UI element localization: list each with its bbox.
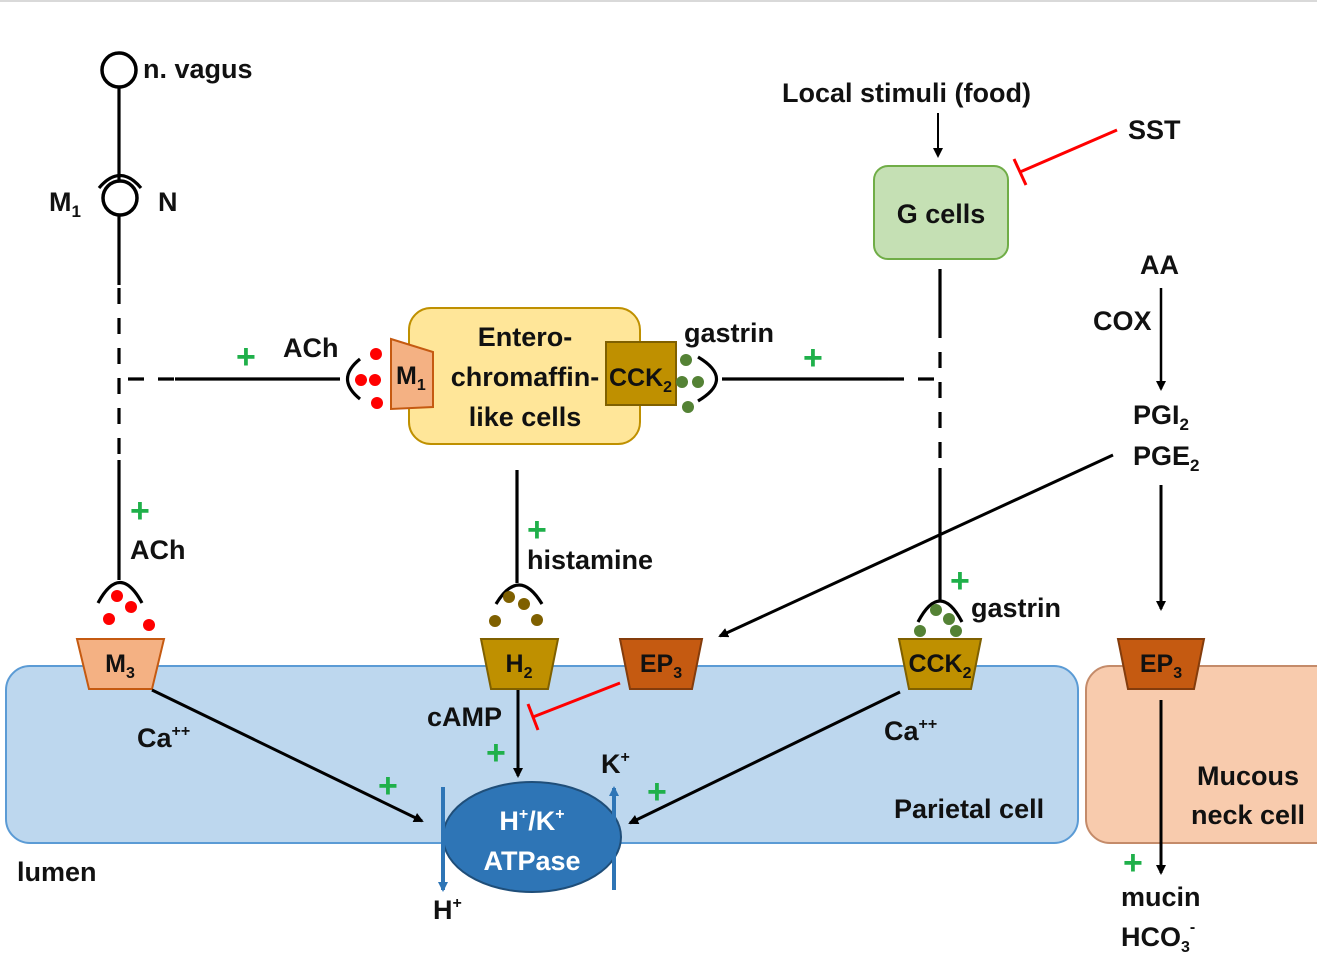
histamine-dot xyxy=(489,615,501,627)
ach-dot xyxy=(125,601,137,613)
sst-inhibition-bar xyxy=(1012,158,1028,186)
m3-label: M3 xyxy=(105,650,135,682)
pgi2-label: PGI2 xyxy=(1133,400,1189,434)
gastrin-dot xyxy=(930,604,942,616)
gastrin-dot xyxy=(950,625,962,637)
ecl-label-line2: chromaffin- xyxy=(451,362,600,392)
ecl-m1-receptor xyxy=(390,337,434,411)
cck2-synapse-cup xyxy=(916,599,964,623)
local-stimuli-label: Local stimuli (food) xyxy=(782,78,1031,108)
m3-to-atpase-arrow xyxy=(151,688,424,823)
lumen-label: lumen xyxy=(17,857,97,887)
gastrin-dot xyxy=(682,401,694,413)
ecl-cck2-receptor xyxy=(605,341,677,406)
gastrin-dot xyxy=(914,625,926,637)
plus-camp: + xyxy=(486,734,506,772)
ecl-m1-synapse-cup xyxy=(345,357,362,401)
plus-gastrin-ecl: + xyxy=(803,339,823,377)
ecl-cck2-label: CCK2 xyxy=(609,364,672,396)
ganglion-synapse-cup xyxy=(97,173,143,190)
hco3-label: HCO3- xyxy=(1121,919,1195,956)
ach-dot xyxy=(369,374,381,386)
h2-receptor xyxy=(479,638,560,690)
ach-dot xyxy=(111,590,123,602)
ecl-cck2-synapse-cup xyxy=(697,355,718,403)
plus-ca-cck2: + xyxy=(647,773,667,811)
histamine-dot xyxy=(518,598,530,610)
ecl-m1-label: M1 xyxy=(396,362,426,394)
atpase-line1: H+/K+ xyxy=(499,806,564,836)
gastrin-dot xyxy=(943,613,955,625)
vagus-neuron-circle xyxy=(100,51,138,89)
pg-to-parietal-ep3-arrow xyxy=(718,453,1114,638)
ganglion-n-label: N xyxy=(158,187,178,217)
histamine-dot xyxy=(503,591,515,603)
ca-label-cck2: Ca++ xyxy=(884,716,937,746)
ach-dot xyxy=(143,619,155,631)
ach-label-ecl: ACh xyxy=(283,333,339,363)
h-ion-label: H+ xyxy=(433,895,462,925)
ach-dot xyxy=(370,348,382,360)
gastrin-dot xyxy=(676,376,688,388)
cck2-label-parietal: CCK2 xyxy=(908,650,971,682)
plus-mucin: + xyxy=(1123,844,1143,882)
mucous-neck-cell xyxy=(1085,665,1317,844)
m3-receptor xyxy=(75,638,166,690)
ecl-label-line1: Entero- xyxy=(478,322,573,352)
gastrin-label-ecl: gastrin xyxy=(684,318,774,348)
histamine-label: histamine xyxy=(527,545,653,575)
ca-label-m3: Ca++ xyxy=(137,723,190,753)
ach-dot xyxy=(103,613,115,625)
histamine-dot xyxy=(531,614,543,626)
ep3-receptor-mucous xyxy=(1116,638,1206,690)
sst-label: SST xyxy=(1128,115,1181,145)
pge2-label: PGE2 xyxy=(1133,441,1200,475)
ecl-label-line3: like cells xyxy=(469,402,582,432)
g-cells-box xyxy=(873,165,1009,260)
aa-label: AA xyxy=(1140,250,1179,280)
plus-histamine: + xyxy=(527,511,547,549)
ach-dot xyxy=(355,374,367,386)
g-cells-label: G cells xyxy=(897,199,986,229)
ganglion-neuron-circle xyxy=(101,179,139,217)
gastrin-dot xyxy=(680,354,692,366)
plus-ca-m3: + xyxy=(378,767,398,805)
mucous-label-line2: neck cell xyxy=(1191,800,1305,830)
plus-vagus-ecl: + xyxy=(236,338,256,376)
plus-ach-m3: + xyxy=(130,492,150,530)
cck2-receptor-parietal xyxy=(897,638,983,690)
ep3-receptor-parietal xyxy=(618,638,704,690)
sst-inhibition-line xyxy=(1019,128,1118,174)
mucin-label: mucin xyxy=(1121,882,1201,912)
ganglion-m1-label: M1 xyxy=(49,187,81,221)
camp-label: cAMP xyxy=(427,702,502,732)
h2-synapse-cup xyxy=(494,583,544,605)
ep3-inhibition-bar xyxy=(526,703,540,731)
gastrin-dot xyxy=(692,376,704,388)
atpase-line2: ATPase xyxy=(483,846,580,876)
m3-synapse-cup xyxy=(96,581,144,604)
ep3-label-parietal: EP3 xyxy=(640,650,682,682)
plus-gastrin-cck2: + xyxy=(950,562,970,600)
gastrin-label-cck2: gastrin xyxy=(971,593,1061,623)
ach-label-m3: ACh xyxy=(130,535,186,565)
ach-dot xyxy=(371,397,383,409)
ep3-label-mucous: EP3 xyxy=(1140,650,1182,682)
ep3-inhibition-line xyxy=(532,681,621,719)
h2-label: H2 xyxy=(506,650,533,682)
parietal-cell-label: Parietal cell xyxy=(894,794,1044,824)
vagus-label: n. vagus xyxy=(143,54,253,84)
cox-label: COX xyxy=(1093,306,1152,336)
mucous-label-line1: Mucous xyxy=(1197,761,1299,791)
k-ion-label: K+ xyxy=(601,749,630,779)
cck2-to-atpase-arrow xyxy=(628,690,901,825)
